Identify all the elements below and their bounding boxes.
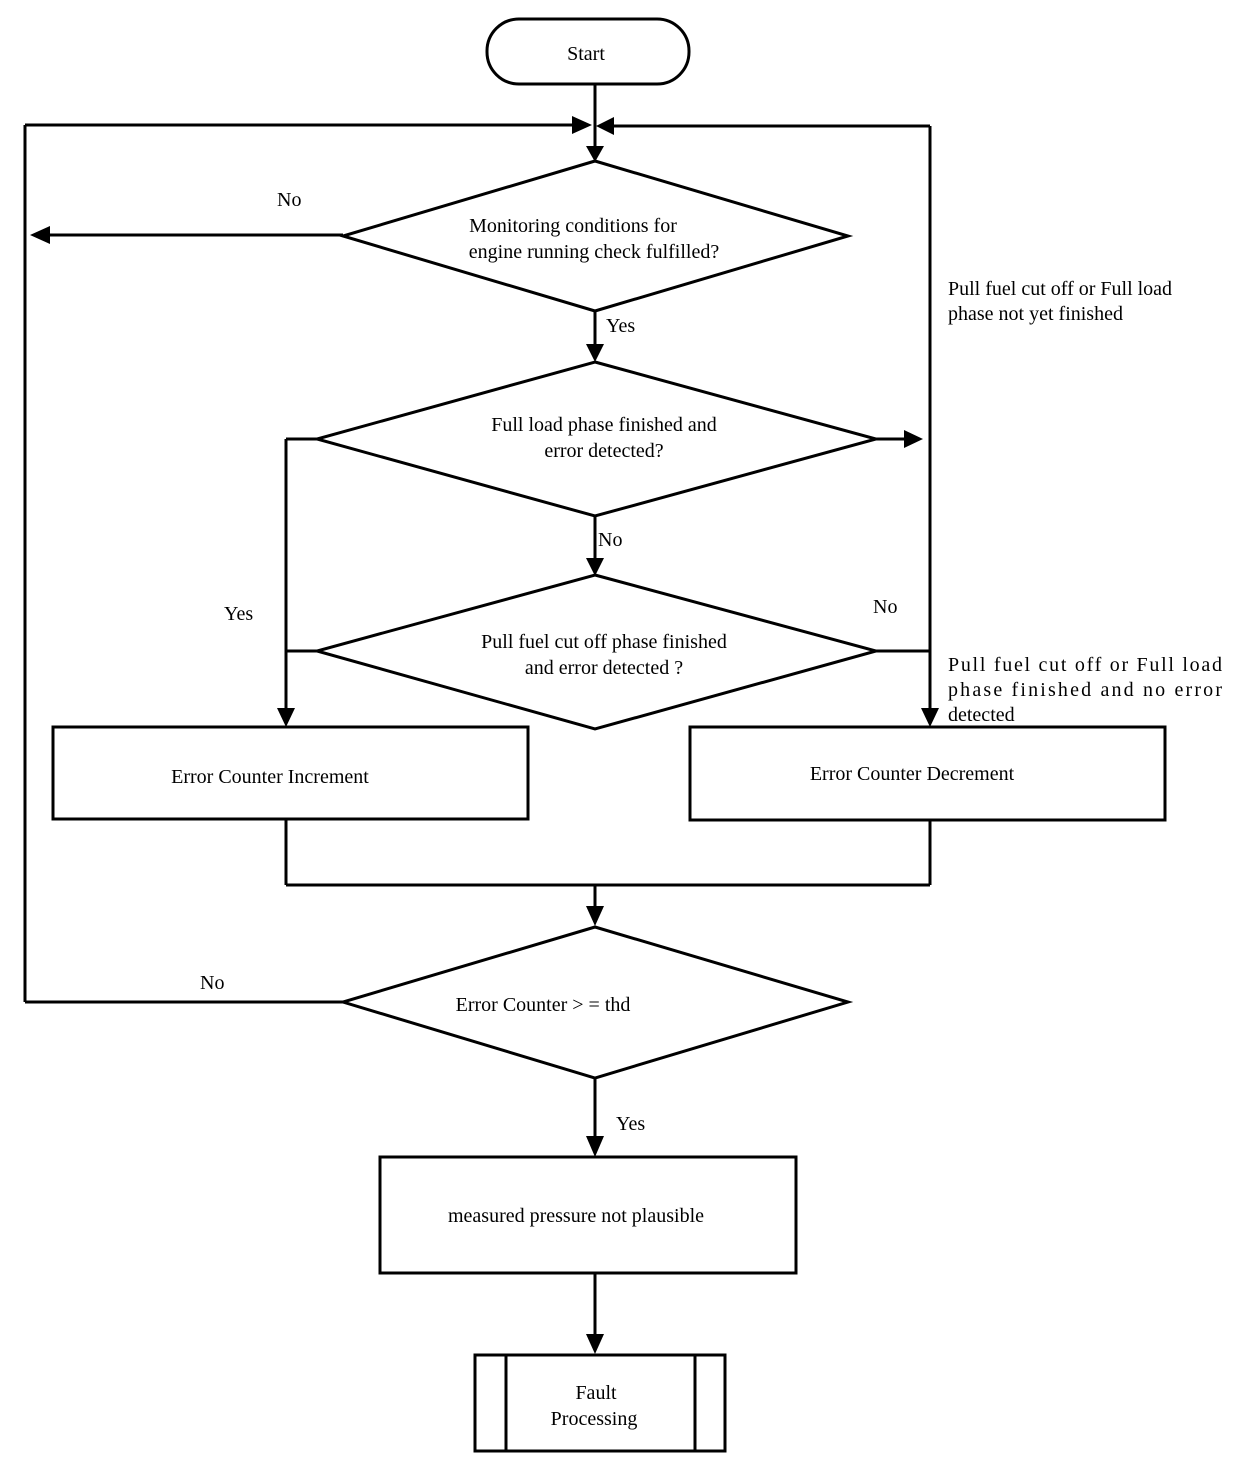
arrow-into-threshold [586, 906, 604, 926]
arrow-into-increment [277, 708, 295, 727]
not-plausible-box [378, 1155, 798, 1275]
start-node: Start [485, 17, 691, 86]
decrement-process: Error Counter Decrement [688, 725, 1167, 822]
increment-process: Error Counter Increment [51, 725, 530, 821]
label-monitoring-yes: Yes [606, 315, 635, 337]
arrow-into-pull-fuel [586, 558, 604, 576]
threshold-label: Error Counter > = thd [456, 994, 631, 1016]
fault-process: Fault Processing [473, 1353, 727, 1453]
decrement-label: Error Counter Decrement [810, 763, 1015, 785]
label-threshold-no: No [200, 972, 224, 994]
note-not-finished-line1: Pull fuel cut off or Full load [948, 278, 1172, 300]
arrowheads [30, 116, 939, 1354]
note-finished-no-error-line2: phase finished and no error [948, 679, 1222, 701]
connectors [23, 85, 932, 1340]
label-threshold-yes: Yes [616, 1113, 645, 1135]
full-load-decision: Full load phase finished and error detec… [311, 360, 882, 518]
arrow-full-load-right [904, 430, 923, 448]
pull-fuel-decision: Pull fuel cut off phase finished and err… [311, 573, 882, 731]
not-plausible-process: measured pressure not plausible [378, 1155, 798, 1275]
arrow-left-loop-merge [572, 116, 592, 134]
monitoring-label-line2: engine running check fulfilled? [469, 241, 720, 263]
label-pull-fuel-no: No [873, 596, 897, 618]
note-finished-no-error-line3: detected [948, 704, 1015, 726]
monitoring-label-line1: Monitoring conditions for [469, 215, 677, 237]
start-label: Start [567, 43, 605, 65]
monitoring-diamond [337, 159, 854, 313]
arrow-right-loop-merge [596, 117, 614, 135]
label-full-load-no: No [598, 529, 622, 551]
fault-label-line2: Processing [551, 1408, 638, 1430]
arrow-into-decrement [921, 708, 939, 727]
arrow-into-fault [586, 1334, 604, 1354]
increment-box [51, 725, 530, 821]
arrow-into-full-load [586, 344, 604, 362]
increment-label: Error Counter Increment [171, 766, 369, 788]
full-load-label-line2: error detected? [544, 440, 663, 462]
arrow-into-not-plausible [586, 1136, 604, 1157]
fault-box [473, 1353, 727, 1453]
pull-fuel-diamond [311, 573, 882, 731]
label-left-yes: Yes [224, 603, 253, 625]
threshold-decision: Error Counter > = thd [337, 925, 854, 1080]
arrow-monitoring-no [30, 226, 50, 244]
monitoring-decision: Monitoring conditions for engine running… [337, 159, 854, 313]
full-load-label-line1: Full load phase finished and [491, 414, 717, 436]
fault-label-line1: Fault [575, 1382, 617, 1404]
full-load-diamond [311, 360, 882, 518]
not-plausible-label: measured pressure not plausible [448, 1205, 704, 1227]
threshold-diamond [337, 925, 854, 1080]
note-finished-no-error-line1: Pull fuel cut off or Full load [948, 654, 1222, 676]
start-terminator [485, 17, 691, 86]
pull-fuel-label-line2: and error detected ? [525, 657, 683, 679]
decrement-box [688, 725, 1167, 822]
label-monitoring-no: No [277, 189, 301, 211]
arrow-into-monitoring [586, 146, 604, 162]
pull-fuel-label-line1: Pull fuel cut off phase finished [481, 631, 727, 653]
note-not-finished-line2: phase not yet finished [948, 303, 1123, 325]
